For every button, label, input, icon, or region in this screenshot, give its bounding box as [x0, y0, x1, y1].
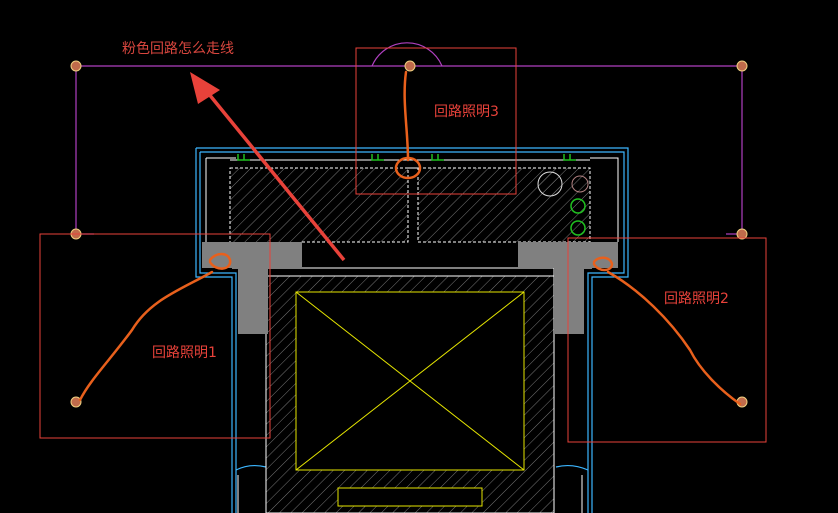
red-pointer-arrow [190, 72, 346, 262]
light-fixture-icon [736, 60, 748, 72]
annotation-boxes [39, 47, 767, 443]
light-fixture-icon [404, 60, 416, 72]
circuit-label-2: 回路照明2 [664, 291, 729, 307]
pink-circuit [75, 42, 743, 235]
door-brackets [237, 154, 586, 236]
orange-marks [78, 70, 742, 406]
circuit-label-3: 回路照明3 [434, 104, 499, 120]
light-fixture-icon [70, 396, 82, 408]
light-fixture-icon [736, 228, 748, 240]
equipment-symbols [537, 171, 589, 197]
elevator-car [295, 291, 525, 507]
light-fixture-icon [70, 60, 82, 72]
circuit-label-1: 回路照明1 [152, 345, 217, 361]
box-circuit-1 [39, 233, 271, 439]
box-circuit-2 [567, 237, 767, 443]
cyan-outline [195, 147, 629, 513]
annotation-question: 粉色回路怎么走线 [122, 41, 234, 57]
